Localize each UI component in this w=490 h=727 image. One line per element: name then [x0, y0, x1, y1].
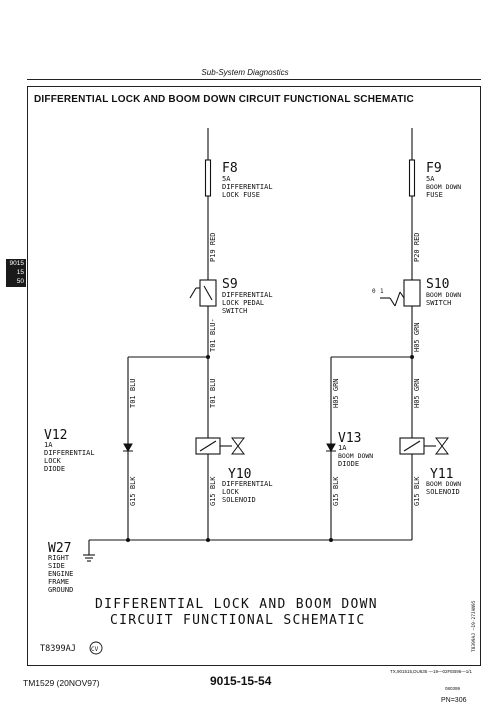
- solenoid-y10-desc: SOLENOID: [222, 496, 256, 504]
- diode-v13-desc: BOOM DOWN: [338, 452, 373, 460]
- fuse-f9-desc: FUSE: [426, 191, 443, 199]
- junction-dot: [126, 538, 130, 542]
- wire-label: T01 BLU: [209, 378, 217, 408]
- wire-label: T01 BLU: [129, 378, 137, 408]
- section-tab-line: 50: [16, 278, 24, 285]
- footer-doc-id: TM1529 (20NOV97): [23, 678, 100, 688]
- schematic-heading: DIFFERENTIAL LOCK AND BOOM DOWN CIRCUIT …: [34, 94, 414, 105]
- fuse-f9-desc: BOOM DOWN: [426, 183, 461, 191]
- diode-v12-desc: DIODE: [44, 465, 65, 473]
- diode-v12-symbol: [123, 443, 133, 453]
- diode-v13-symbol: [326, 443, 336, 453]
- ground-w27-desc: FRAME: [48, 578, 69, 586]
- switch-s10-pin: 1: [380, 288, 384, 295]
- switch-s10-id: S10: [426, 277, 449, 292]
- fuse-f8-rating: 5A: [222, 175, 231, 183]
- junction-dot: [206, 538, 210, 542]
- diode-v12-desc: DIFFERENTIAL: [44, 449, 95, 457]
- solenoid-y11-desc: BOOM DOWN: [426, 480, 461, 488]
- ground-w27-desc: ENGINE: [48, 570, 73, 578]
- solenoid-y11-desc: SOLENOID: [426, 488, 460, 496]
- diode-v12-id: V12: [44, 428, 67, 443]
- ground-w27-desc: SIDE: [48, 562, 65, 570]
- ground-w27-desc: RIGHT: [48, 554, 70, 562]
- switch-s9-desc: LOCK PEDAL: [222, 299, 264, 307]
- footer-ref: TX,901515,DU635 —19—02FEB96—1/1: [390, 669, 473, 674]
- ground-w27-id: W27: [48, 541, 71, 556]
- wire-label: G15 BLK: [209, 476, 217, 506]
- figure-id: T8399AJ: [40, 644, 76, 654]
- diode-v12-desc: LOCK: [44, 457, 62, 465]
- fuse-f8-symbol: [204, 159, 212, 197]
- wire-label: G15 BLK: [413, 476, 421, 506]
- caption-line: CIRCUIT FUNCTIONAL SCHEMATIC: [110, 613, 366, 628]
- switch-s10-desc: BOOM DOWN: [426, 291, 461, 299]
- switch-s10-desc: SWITCH: [426, 299, 451, 307]
- header-title: Sub-System Diagnostics: [201, 68, 289, 77]
- diode-v12-rating: 1A: [44, 441, 53, 449]
- side-code: T8399AJ —19-27JAN95: [471, 600, 477, 652]
- diode-v13-rating: 1A: [338, 444, 347, 452]
- figure-mark-circle: [89, 641, 103, 655]
- switch-s9-id: S9: [222, 277, 238, 292]
- footer-pn: PN=306: [441, 697, 467, 704]
- solenoid-y10-id: Y10: [228, 467, 251, 482]
- header-rule: [27, 79, 481, 80]
- solenoid-y10-desc: LOCK: [222, 488, 240, 496]
- valve-y10-symbol: [231, 437, 245, 455]
- wire-label: H05 GRN: [413, 378, 421, 408]
- diode-v13-desc: DIODE: [338, 460, 359, 468]
- fuse-f9-id: F9: [426, 161, 442, 176]
- solenoid-y11-id: Y11: [430, 467, 453, 482]
- solenoid-y10-desc: DIFFERENTIAL: [222, 480, 273, 488]
- fuse-f8-id: F8: [222, 161, 238, 176]
- caption-line: DIFFERENTIAL LOCK AND BOOM DOWN: [95, 597, 378, 612]
- schematic-frame: [27, 86, 481, 666]
- fuse-f8-desc: DIFFERENTIAL: [222, 183, 273, 191]
- wire-label: H05 GRN: [332, 378, 340, 408]
- wire-label: P19 RED: [209, 232, 217, 262]
- fuse-f9-symbol: [408, 159, 416, 197]
- footer-small-code: 080399: [445, 686, 461, 691]
- valve-y11-symbol: [435, 437, 449, 455]
- section-tab-line: 9015: [9, 260, 24, 267]
- wire-label: T01 BLU-: [209, 318, 217, 352]
- fuse-f8-desc: LOCK FUSE: [222, 191, 260, 199]
- section-tab: 9015 15 50: [6, 259, 26, 287]
- junction-dot: [410, 355, 414, 359]
- footer-page-ref: 9015-15-54: [210, 674, 272, 688]
- switch-s10-pin: 0: [372, 288, 376, 295]
- junction-dot: [329, 538, 333, 542]
- wire-label: G15 BLK: [332, 476, 340, 506]
- switch-s9-desc: SWITCH: [222, 307, 247, 315]
- diode-v13-id: V13: [338, 431, 361, 446]
- wire-label: G15 BLK: [129, 476, 137, 506]
- ground-w27-desc: GROUND: [48, 586, 73, 594]
- switch-s9-desc: DIFFERENTIAL: [222, 291, 273, 299]
- wire-label: H05 GRN: [413, 322, 421, 352]
- figure-mark: CV: [91, 646, 99, 653]
- fuse-f9-rating: 5A: [426, 175, 435, 183]
- switch-s10-symbol: [403, 279, 421, 307]
- wire-label: P20 RED: [413, 232, 421, 262]
- section-tab-line: 15: [16, 269, 24, 276]
- junction-dot: [206, 355, 210, 359]
